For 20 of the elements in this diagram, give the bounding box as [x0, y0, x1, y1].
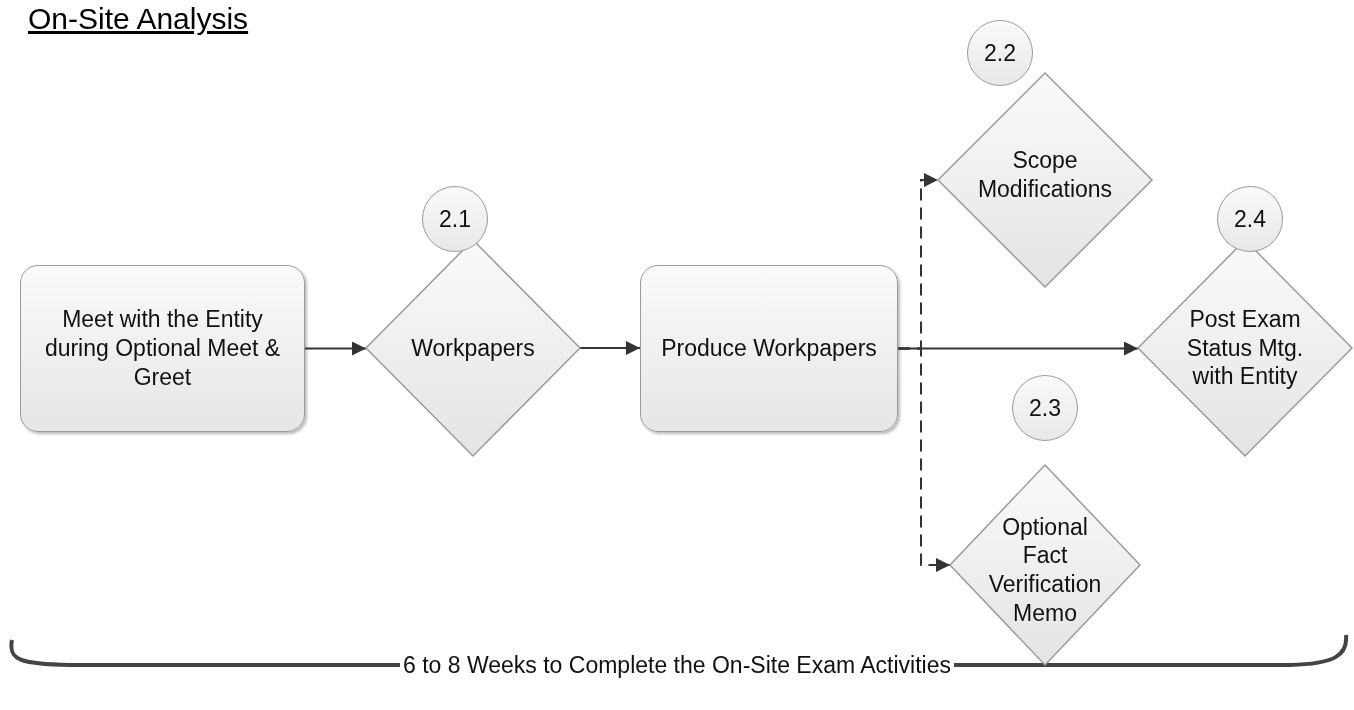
process-box: [640, 265, 898, 432]
duration-note: 6 to 8 Weeks to Complete the On-Site Exam Activities: [400, 652, 954, 678]
step-number: 2.1: [439, 204, 471, 234]
decision-diamond: [950, 465, 1140, 665]
decision-diamond: [938, 73, 1152, 287]
step-number: 2.3: [1029, 393, 1061, 423]
step-label: Optional Fact Verification Memo: [987, 512, 1103, 628]
decision-diamond: [366, 240, 580, 456]
step-label: Scope Modifications: [976, 146, 1114, 204]
step-label: Workpapers: [410, 333, 536, 363]
arrow: [304, 341, 367, 356]
step-label: Meet with the Entity during Optional Meet & Greet: [43, 305, 282, 392]
step-label: Produce Workpapers: [660, 334, 878, 363]
arrow: [579, 341, 641, 355]
dashed-arrow: [897, 347, 951, 572]
process-box: [20, 265, 305, 432]
step-number: 2.4: [1234, 204, 1266, 234]
step-label: Post Exam Status Mtg. with Entity: [1185, 304, 1305, 392]
diagram-title: On-Site Analysis: [28, 2, 249, 36]
step-number: 2.2: [984, 38, 1016, 68]
